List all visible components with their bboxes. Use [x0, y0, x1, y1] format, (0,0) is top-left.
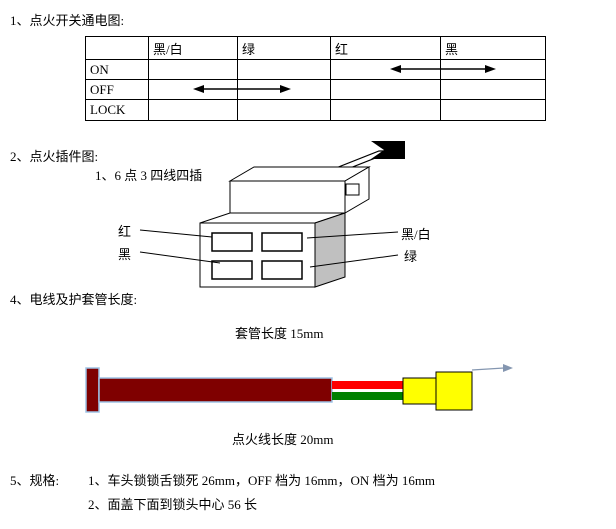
pointer-line [471, 367, 505, 371]
spec-line-2: 2、面盖下面到锁头中心 56 长 [88, 497, 258, 512]
sleeve-length-label: 套管长度 15mm [235, 326, 324, 341]
pin-slot-bottom-left [211, 260, 253, 280]
pin-slot-top-right [261, 232, 303, 252]
row-label-on: ON [85, 59, 149, 80]
connector-drawing [139, 141, 405, 288]
housing-front-face [229, 180, 346, 214]
col-header-red: 红 [330, 36, 441, 60]
spec-line-1: 1、车头锁锁舌锁死 26mm，OFF 档为 16mm，ON 档为 16mm [88, 473, 436, 488]
off-row-double-arrow-icon [193, 85, 291, 93]
connector-large-yellow [435, 371, 473, 411]
pointer-arrowhead-icon [503, 364, 513, 372]
col-header-green: 绿 [237, 36, 331, 60]
pin-slot-bottom-right [261, 260, 303, 280]
row-label-off: OFF [85, 79, 149, 100]
housing-side-tab [345, 183, 360, 196]
pin-label-black-white: 黑/白 [401, 227, 431, 242]
switch-table: 黑/白 绿 红 黑 ON OFF LOCK [85, 36, 546, 121]
pin-slot-top-left [211, 232, 253, 252]
section2-heading: 2、点火插件图: [10, 149, 99, 164]
green-wire-stripe [332, 392, 404, 400]
leader-line-green [309, 254, 399, 268]
section4-heading: 4、电线及护套管长度: [10, 292, 138, 307]
pin-label-red: 红 [118, 224, 132, 239]
pin-label-green: 绿 [404, 249, 418, 264]
leader-line-red [139, 229, 213, 238]
section1-heading: 1、点火开关通电图: [10, 13, 125, 28]
wire-drawing [85, 364, 513, 413]
leader-line-black-white [306, 231, 399, 239]
corner-cell [85, 36, 149, 60]
pin-block-right-face [314, 212, 346, 288]
table-row-off: OFF [85, 79, 546, 100]
col-header-black: 黑 [440, 36, 546, 60]
col-header-black-white: 黑/白 [148, 36, 238, 60]
key-tip-flag [371, 141, 405, 159]
leader-line-black [139, 251, 221, 264]
switch-table-wrap: 黑/白 绿 红 黑 ON OFF LOCK [85, 36, 546, 121]
pin-label-black: 黑 [118, 247, 132, 262]
wire-sleeve-tube [98, 377, 333, 403]
section2-note: 1、6 点 3 四线四插 [95, 168, 203, 183]
connector-small-yellow [402, 377, 438, 405]
wire-end-cap [85, 367, 100, 413]
section5-heading: 5、规格: [10, 473, 60, 488]
row-label-lock: LOCK [85, 99, 149, 121]
on-row-double-arrow-icon [390, 65, 496, 73]
table-row-lock: LOCK [85, 99, 546, 121]
table-header-row: 黑/白 绿 红 黑 [85, 36, 546, 60]
red-wire-stripe [332, 381, 404, 389]
wire-length-label: 点火线长度 20mm [232, 432, 334, 447]
